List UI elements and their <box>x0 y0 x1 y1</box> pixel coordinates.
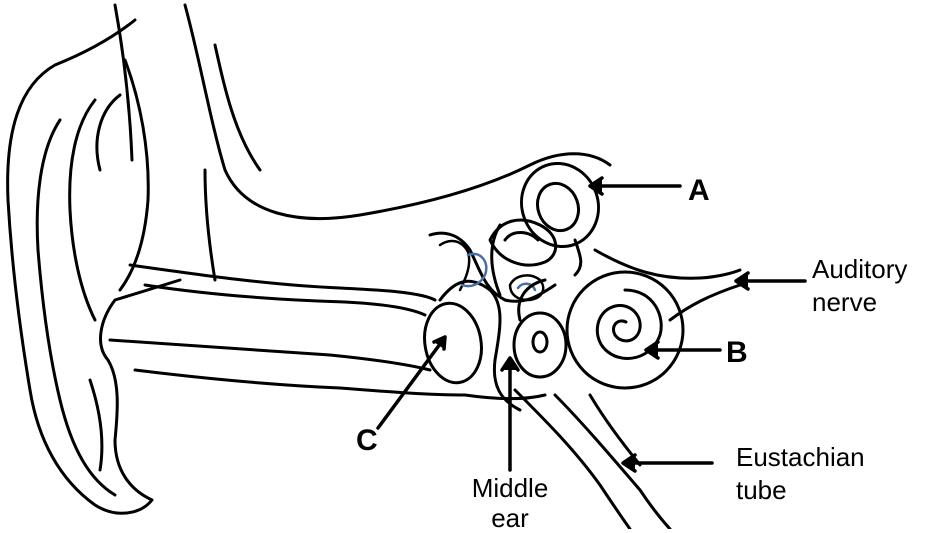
auditory-nerve-line1: Auditory <box>812 256 907 282</box>
semicircular-canals <box>490 153 610 275</box>
outer-ear-pinna <box>8 20 180 513</box>
auditory-nerve <box>595 250 740 320</box>
arrowhead-a <box>590 178 602 194</box>
cochlea <box>514 272 683 388</box>
middle-ear-line2: ear <box>460 505 560 531</box>
arrow-c <box>378 340 443 428</box>
eardrum <box>418 299 487 388</box>
label-b: B <box>726 338 748 368</box>
auditory-nerve-line2: nerve <box>812 289 877 315</box>
label-a: A <box>688 176 710 206</box>
label-arrows <box>378 178 805 471</box>
label-c: C <box>356 426 378 456</box>
eustachian-line1: Eustachian <box>736 444 865 470</box>
arrowhead-b <box>646 342 658 358</box>
eustachian-line2: tube <box>736 477 787 503</box>
middle-ear-line1: Middle <box>460 475 560 501</box>
arrowhead-eustachian-tube <box>623 455 635 471</box>
